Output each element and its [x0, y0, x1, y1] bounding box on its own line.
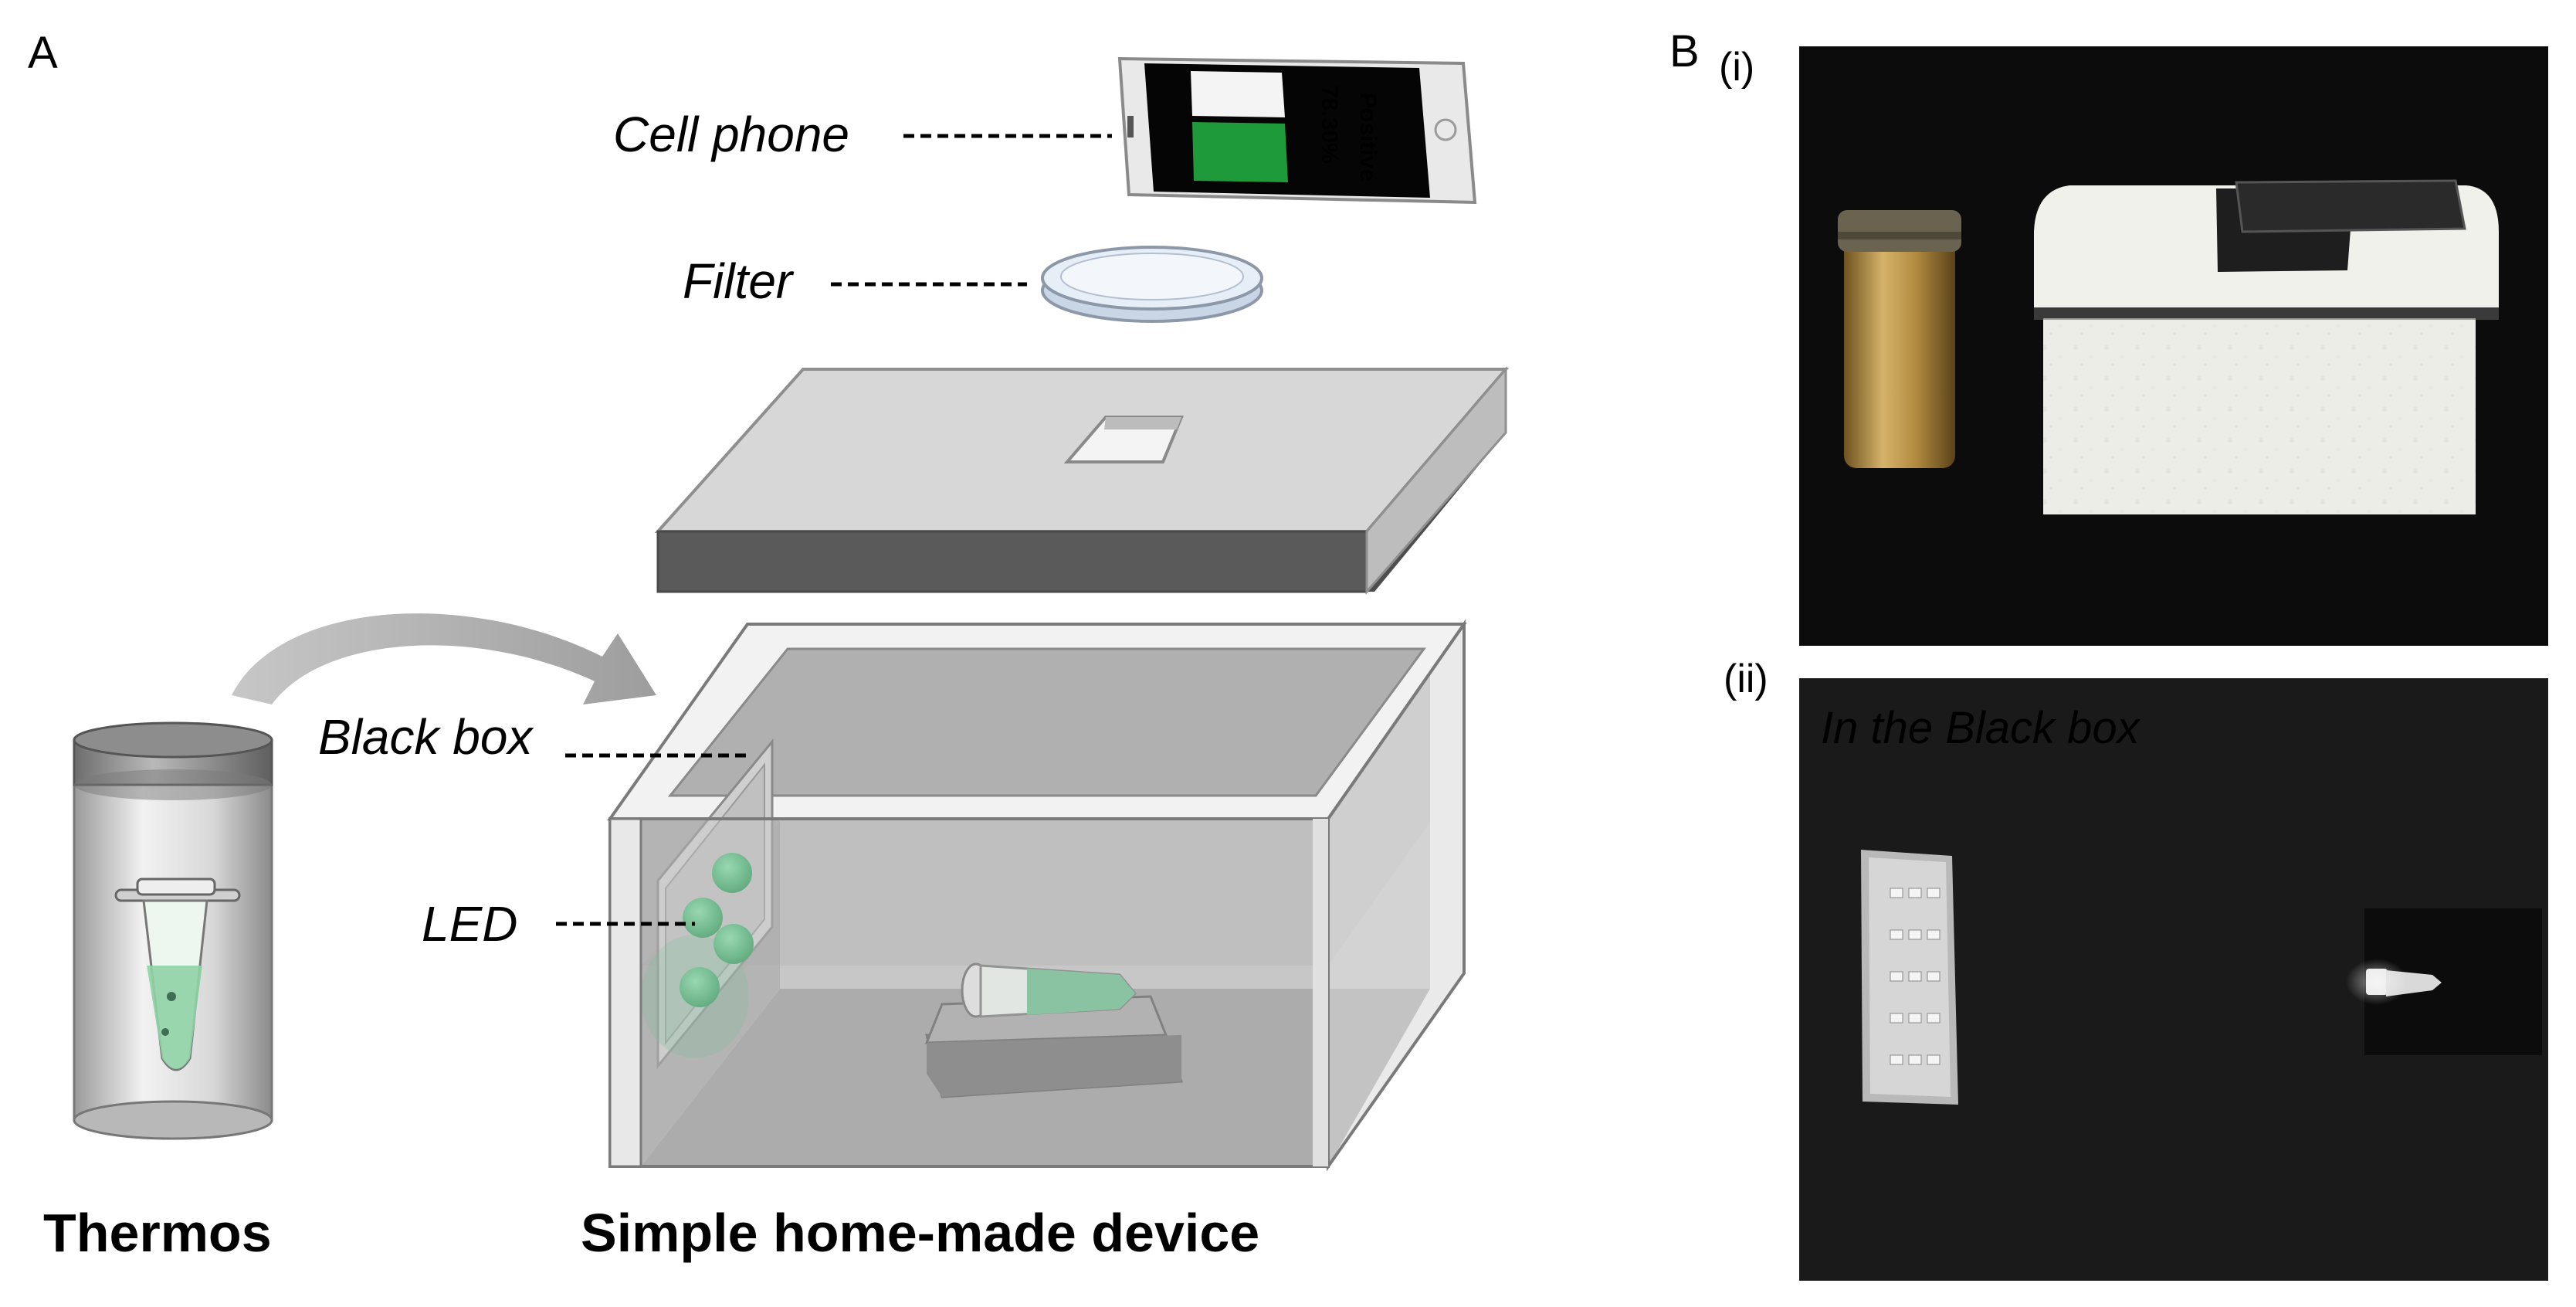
photo-led-chip — [1927, 971, 1940, 982]
photo-led-chip — [1890, 929, 1903, 940]
photo-thermos — [1838, 210, 1961, 468]
photo-led-chip — [1908, 971, 1922, 982]
filter-disc-illustration — [1041, 246, 1263, 323]
photo-tube — [2346, 959, 2442, 1005]
panel-b-letter: B — [1669, 26, 1700, 76]
photo-led-chip — [1927, 929, 1940, 940]
photo-led-chip — [1927, 1054, 1940, 1065]
tube-liquid-thermos — [147, 966, 202, 1069]
led-label: LED — [422, 896, 518, 952]
led-light-4 — [680, 967, 720, 1007]
transfer-arrow-icon — [232, 613, 656, 704]
photo-i — [1799, 46, 2548, 646]
photo-ii-label: In the Black box — [1821, 703, 2141, 753]
phone-screen-white-region — [1191, 71, 1285, 117]
photo-led-chip — [1890, 971, 1903, 982]
filter-label: Filter — [683, 253, 795, 309]
led-light-3 — [713, 924, 754, 964]
photo-led-chip — [1927, 1013, 1940, 1024]
thermos-caption: Thermos — [43, 1203, 272, 1263]
cell-phone-label: Cell phone — [613, 107, 849, 162]
photo-led-chip — [1908, 1054, 1922, 1065]
box-lid-illustration — [654, 365, 1510, 595]
photo-led-chip — [1908, 1013, 1922, 1024]
photo-led-chip — [1890, 1013, 1903, 1024]
device-caption: Simple home-made device — [581, 1203, 1259, 1263]
photo-ii: In the Black box — [1799, 678, 2548, 1281]
led-light-1 — [712, 853, 752, 893]
panel-a-letter: A — [28, 28, 58, 78]
phone-screen-result: Positive — [1355, 93, 1381, 182]
cell-phone-illustration: 78.30% Positive — [1117, 56, 1477, 205]
photo-led-chip — [1908, 888, 1922, 898]
led-light-2 — [683, 898, 723, 938]
panel-b-sub-i: (i) — [1719, 45, 1754, 90]
phone-home-button-icon — [1434, 118, 1457, 141]
phone-screen-green-region — [1192, 122, 1288, 182]
thermos-illustration — [73, 721, 273, 1140]
photo-led-chip — [1890, 888, 1903, 898]
black-box-illustration — [607, 619, 1467, 1172]
tube-liquid-box — [1027, 969, 1135, 1015]
panel-b-sub-ii: (ii) — [1724, 657, 1768, 701]
phone-screen-percent: 78.30% — [1317, 85, 1342, 164]
photo-led-chip — [1890, 1054, 1903, 1065]
black-box-label: Black box — [318, 709, 534, 765]
photo-led-grid — [1890, 888, 1940, 1065]
photo-led-chip — [1908, 929, 1922, 940]
photo-led-chip — [1927, 888, 1940, 898]
photo-foam-box — [2034, 179, 2499, 514]
